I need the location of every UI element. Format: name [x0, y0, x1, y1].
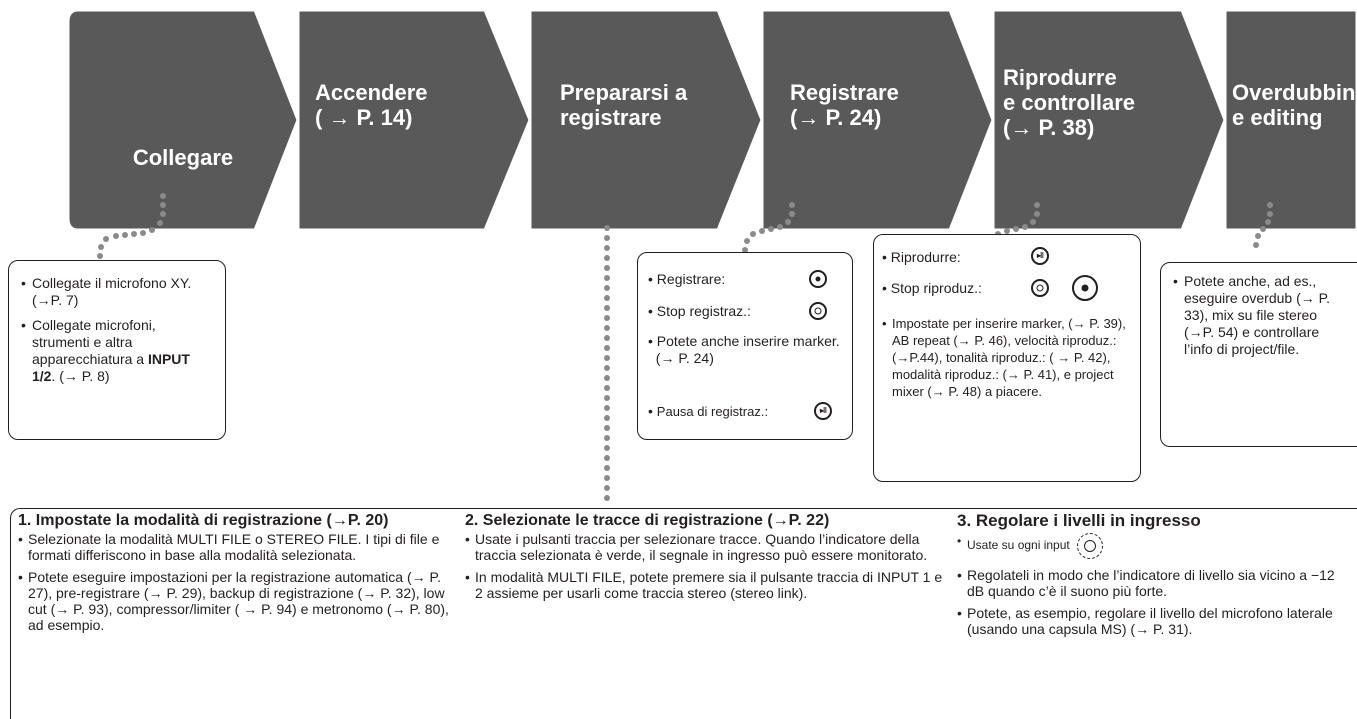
section-title: 2. Selezionate le tracce di registrazion… — [465, 512, 830, 529]
step-label-overdubbing: Overdubbing e editing — [1232, 80, 1357, 130]
list-item: In modalità MULTI FILE, potete premere s… — [465, 569, 945, 601]
step-label-riprodurre: Riprodurre e controllare (→ P. 38) — [1003, 65, 1136, 140]
connector-collegare — [97, 193, 166, 259]
list-item: • Stop registraz.: — [648, 303, 751, 319]
info-box-collegare: Collegate il microfono XY.(→P. 7) Colleg… — [8, 260, 226, 440]
stop-button-icon — [809, 302, 827, 320]
input-gain-knob-icon — [1077, 533, 1104, 559]
record-button-icon — [1072, 275, 1098, 301]
section-select-tracks: 2. Selezionate le tracce di registrazion… — [465, 513, 945, 607]
list-item: Usate su ogni input — [957, 533, 1353, 559]
list-item: • Pausa di registraz.: — [648, 403, 769, 419]
step-label-accendere: Accendere ( → P. 14) — [315, 80, 428, 130]
bottom-steps-frame — [10, 508, 1357, 719]
step-label-collegare: Collegare — [132, 145, 234, 170]
list-item: • Potete anche inserire marker. (→ P. 24… — [648, 333, 840, 366]
list-item: • Riprodurre: — [882, 249, 961, 265]
play-pause-button-icon — [1031, 247, 1049, 265]
list-item: Potete eseguire impostazioni per la regi… — [18, 569, 463, 633]
connector-registrare — [742, 202, 795, 253]
list-item: Collegate microfoni, strumenti e altra a… — [21, 317, 217, 385]
step-arrow-prepararsi — [528, 8, 764, 232]
workflow-diagram — [66, 8, 1357, 501]
list-item: Selezionate la modalità MULTI FILE o STE… — [18, 531, 463, 563]
input-label: INPUT 1/2 — [32, 351, 190, 384]
info-box-registrare: • Registrare: • Stop registraz.: • Potet… — [637, 252, 853, 440]
info-box-riprodurre: • Riprodurre: • Stop riproduz.: •Imposta… — [873, 234, 1141, 482]
list-item: Collegate il microfono XY.(→P. 7) — [21, 275, 217, 309]
step-label-prepararsi: Prepararsi a registrare — [560, 80, 688, 130]
step-arrow-accendere — [296, 8, 532, 232]
step-arrow-collegare — [66, 8, 300, 232]
info-box-overdubbing: Potete anche, ad es., eseguire overdub (… — [1160, 262, 1357, 447]
list-item: • Stop riproduz.: — [882, 280, 982, 296]
list-item: Regolateli in modo che l’indicatore di l… — [957, 567, 1353, 599]
connector-prepararsi — [604, 225, 610, 501]
section-title: 1. Impostate la modalità di registrazion… — [18, 512, 389, 529]
section-recording-mode: 1. Impostate la modalità di registrazion… — [18, 513, 463, 639]
play-pause-button-icon — [814, 402, 832, 420]
list-item: Potete anche, ad es., eseguire overdub (… — [1173, 273, 1351, 358]
connector-overdubbing — [1253, 202, 1273, 248]
list-item: •Impostate per inserire marker, (→ P. 39… — [882, 316, 1126, 399]
step-arrow-riprodurre — [991, 8, 1227, 232]
record-button-icon — [809, 270, 827, 288]
step-arrow-registrare — [760, 8, 995, 232]
section-input-levels: 3. Regolare i livelli in ingresso Usate … — [957, 511, 1353, 643]
list-item: Potete, as esempio, regolare il livello … — [957, 605, 1353, 637]
list-item: Usate i pulsanti traccia per selezionare… — [465, 531, 945, 563]
section-title: 3. Regolare i livelli in ingresso — [957, 511, 1201, 530]
step-label-registrare: Registrare (→ P. 24) — [790, 80, 899, 130]
stop-button-icon — [1031, 279, 1049, 297]
step-arrow-overdubbing — [1223, 8, 1357, 232]
list-item: • Registrare: — [648, 271, 726, 287]
